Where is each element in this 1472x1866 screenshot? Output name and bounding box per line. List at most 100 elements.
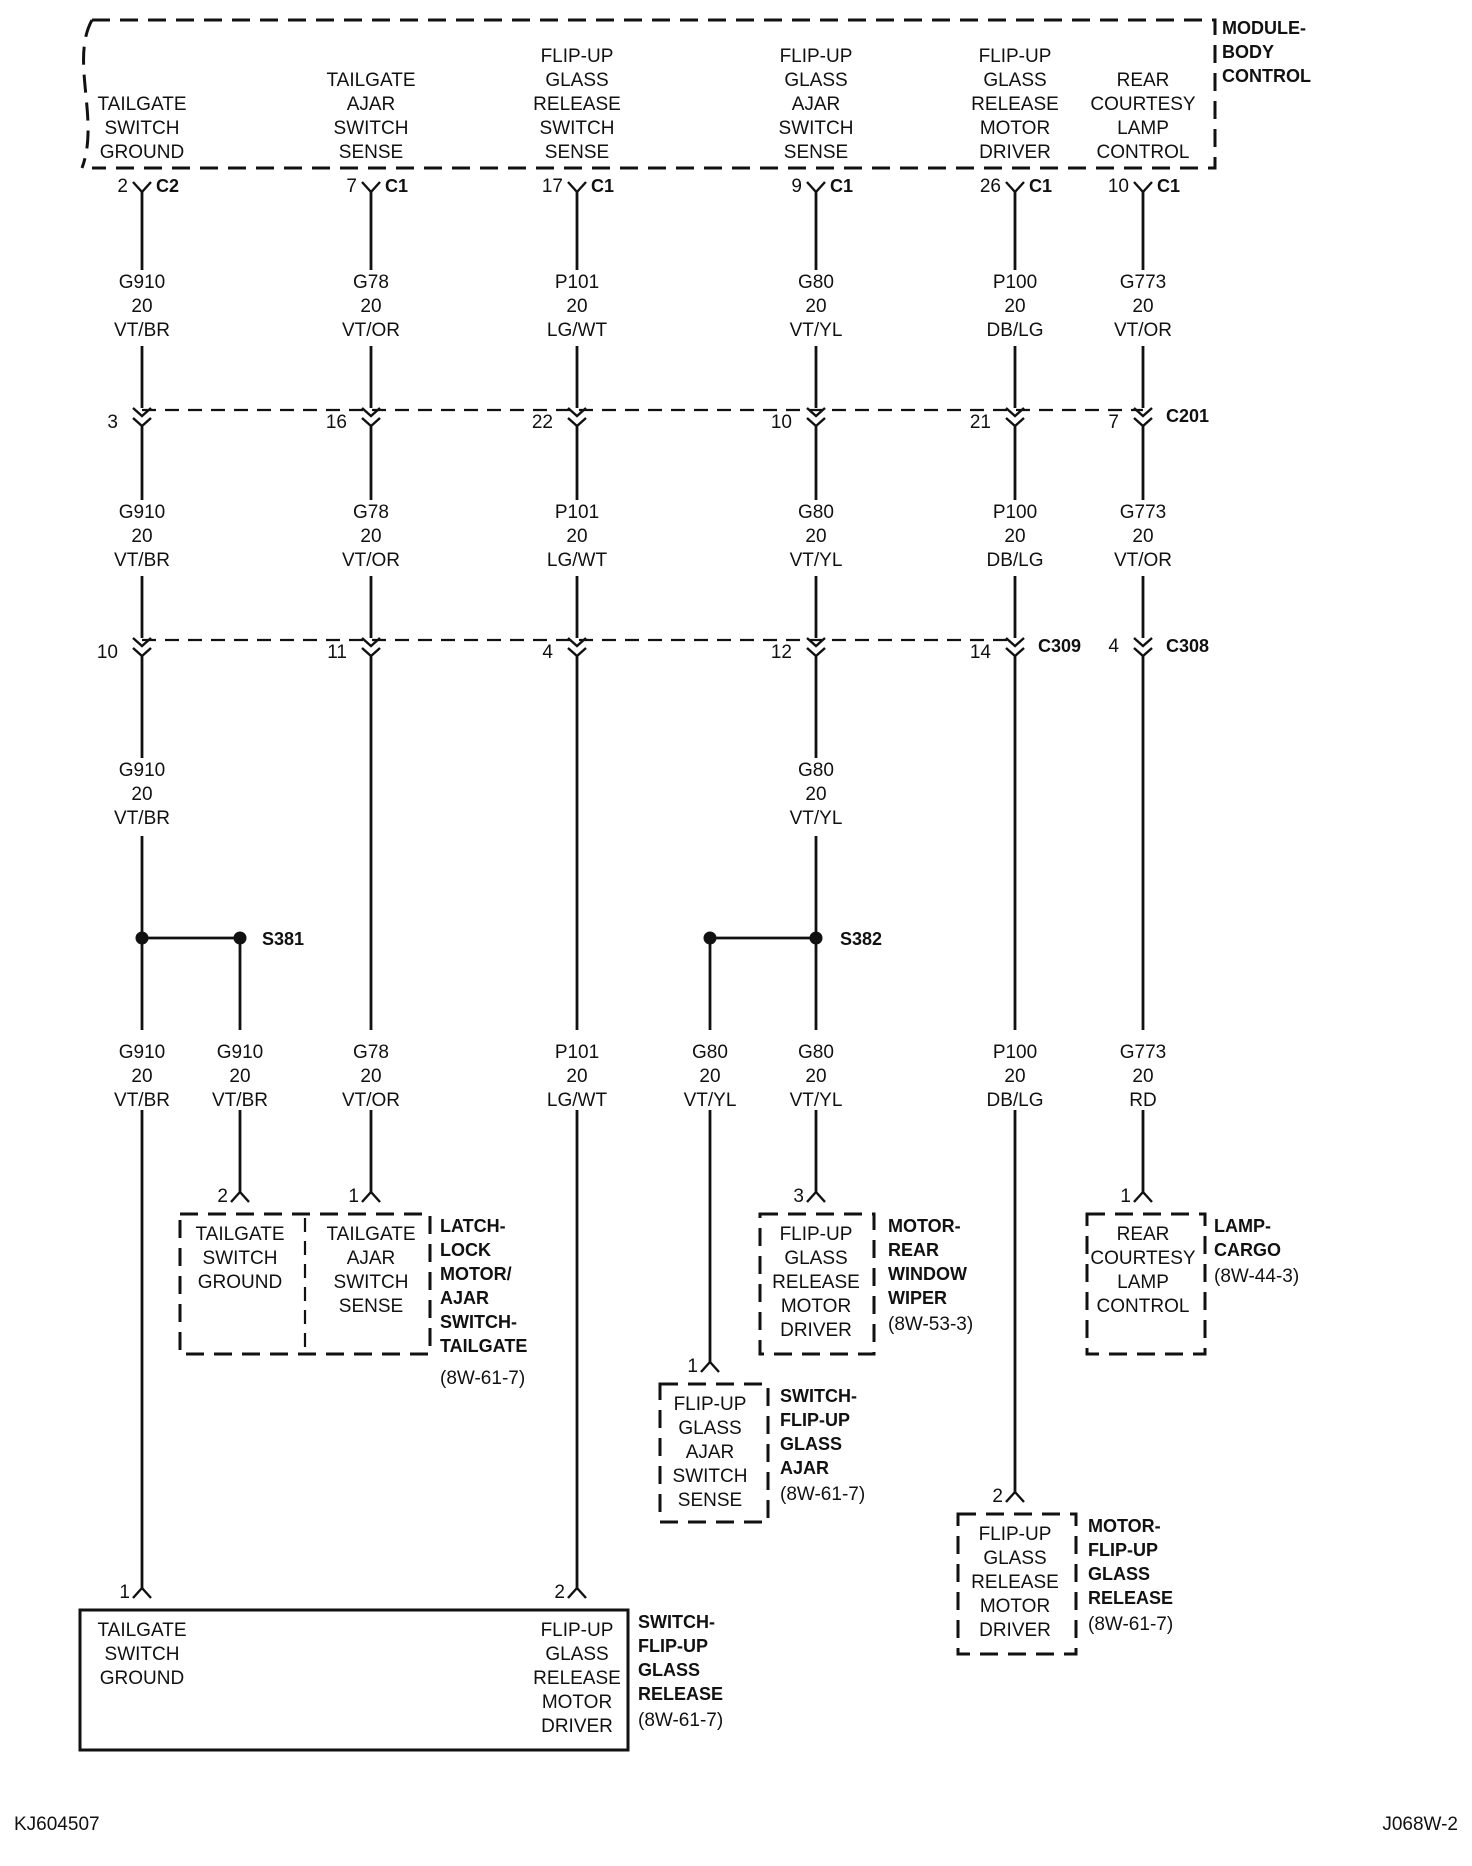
pin-symbol [230,1190,250,1203]
module-pin-label: RELEASE [971,94,1059,115]
wire-label: 20 [1132,296,1153,317]
module-pin-label: RELEASE [533,94,621,115]
module-connector-symbol [1005,181,1025,194]
component-pin-label: DRIVER [979,1620,1051,1641]
c308-connector-name: C308 [1166,636,1209,656]
component-pin-label: REAR [1117,1224,1170,1245]
module-body-control-box [92,18,1217,170]
module-pin-label: SWITCH [540,118,615,139]
component-name: FLIP-UP [638,1636,708,1656]
wire-label: VT/BR [114,1090,170,1111]
c309-connector-symbol [361,637,381,658]
component-pin-label: TAILGATE [326,1224,415,1245]
wire-label: G80 [798,1042,834,1063]
c309-connector-symbol [567,637,587,658]
figure-id: KJ604507 [14,1814,100,1835]
module-connector-symbol [361,181,381,194]
module-connector-name: C1 [830,176,853,196]
wire-label: VT/BR [114,808,170,829]
latch-lock-motor-box [178,1212,432,1356]
component-name: SWITCH- [638,1612,715,1632]
module-pin-number: 2 [117,176,128,197]
c308-pin-number: 4 [1108,636,1119,657]
component-name: LOCK [440,1240,491,1260]
wire-label: 20 [229,1066,250,1087]
c201-pin-number: 3 [107,412,118,433]
module-connector-name: C1 [591,176,614,196]
module-connector-symbol [132,181,152,194]
wire-label: 20 [1132,526,1153,547]
component-name: FLIP-UP [780,1410,850,1430]
wire-label: 20 [360,1066,381,1087]
component-pin-label: FLIP-UP [541,1620,614,1641]
wire-label: G78 [353,1042,389,1063]
wire-label: G78 [353,272,389,293]
component-pin-label: SWITCH [334,1272,409,1293]
module-pin-label: LAMP [1117,118,1169,139]
wire-label: 20 [566,296,587,317]
pin-symbol [1133,1190,1153,1203]
wire-label: 20 [805,1066,826,1087]
wire-label: G910 [119,1042,165,1063]
component-reference: (8W-53-3) [888,1314,973,1335]
wire-label: 20 [360,296,381,317]
wire-label: VT/YL [790,1090,843,1111]
module-pin-label: SWITCH [105,118,180,139]
component-reference: (8W-61-7) [1088,1614,1173,1635]
module-pin-label: CONTROL [1097,142,1190,163]
lamp-cargo-box [1085,1212,1207,1356]
module-pin-label: TAILGATE [97,94,186,115]
module-pin-label: SWITCH [334,118,409,139]
module-pin-number: 17 [542,176,563,197]
wire-label: 20 [699,1066,720,1087]
wire-label: VT/OR [1114,320,1172,341]
module-box-left-edge [80,19,94,169]
wire-label: G80 [798,272,834,293]
c201-pin-number: 10 [771,412,792,433]
c201-pin-number: 16 [326,412,347,433]
module-pin-label: COURTESY [1090,94,1196,115]
component-pin-label: SENSE [678,1490,742,1511]
module-connector-name: C1 [385,176,408,196]
c201-pin-number: 22 [532,412,553,433]
wire-label: 20 [805,784,826,805]
component-name: FLIP-UP [1088,1540,1158,1560]
pin-number: 2 [217,1186,228,1207]
wire-label: DB/LG [986,1090,1043,1111]
wire-label: 20 [131,526,152,547]
module-pin-label: SENSE [339,142,403,163]
component-pin-label: TAILGATE [195,1224,284,1245]
module-pin-label: SENSE [784,142,848,163]
wire-label: G910 [217,1042,263,1063]
wire-label: 20 [805,296,826,317]
module-pin-label: SENSE [545,142,609,163]
release-switch-box [78,1608,630,1752]
c309-pin-number: 14 [970,642,992,663]
wire-label: 20 [1132,1066,1153,1087]
component-pin-label: MOTOR [781,1296,851,1317]
component-reference: (8W-61-7) [638,1710,723,1731]
c201-pin-number: 7 [1108,412,1119,433]
component-pin-label: SENSE [339,1296,403,1317]
page-code: J068W-2 [1382,1814,1458,1835]
module-connector-symbol [567,181,587,194]
component-pin-label: GLASS [983,1548,1046,1569]
wire-label: P100 [993,272,1037,293]
component-name: REAR [888,1240,939,1260]
c309-pin-number: 4 [542,642,553,663]
component-pin-label: GROUND [100,1668,184,1689]
wire-label: P101 [555,1042,599,1063]
component-pin-label: RELEASE [971,1572,1059,1593]
component-pin-label: COURTESY [1090,1248,1196,1269]
component-name: RELEASE [638,1684,723,1704]
module-pin-label: AJAR [792,94,841,115]
pin-symbol [567,1586,587,1599]
component-pin-label: FLIP-UP [674,1394,747,1415]
wire-label: G773 [1120,1042,1166,1063]
pin-number: 2 [992,1486,1003,1507]
module-name: BODY [1222,42,1274,62]
module-pin-label: FLIP-UP [979,46,1052,67]
module-connector-name: C2 [156,176,179,196]
wire-label: G910 [119,760,165,781]
